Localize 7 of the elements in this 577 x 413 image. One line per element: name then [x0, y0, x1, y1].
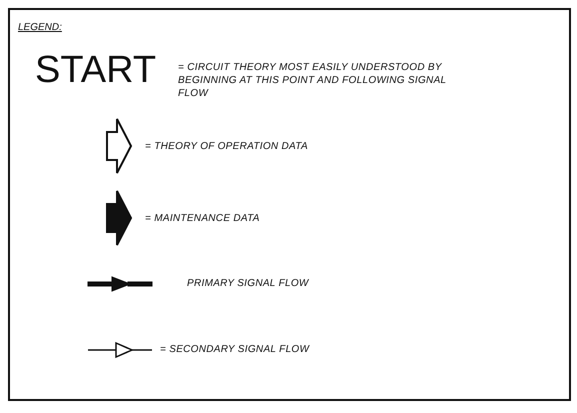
start-label: START	[35, 50, 156, 90]
legend-text: = THEORY OF OPERATION DATA	[145, 140, 309, 153]
legend-text: PRIMARY SIGNAL FLOW	[187, 277, 310, 290]
legend-text: = MAINTENANCE DATA	[145, 212, 261, 225]
legend-text: = CIRCUIT THEORY MOST EASILY UNDERSTOOD BY BEGINNING AT THIS POINT AND FOLLOWING SIGNAL FLOW	[178, 61, 448, 100]
legend-text: = SECONDARY SIGNAL FLOW	[160, 343, 311, 356]
legend-heading: LEGEND:	[18, 22, 62, 33]
